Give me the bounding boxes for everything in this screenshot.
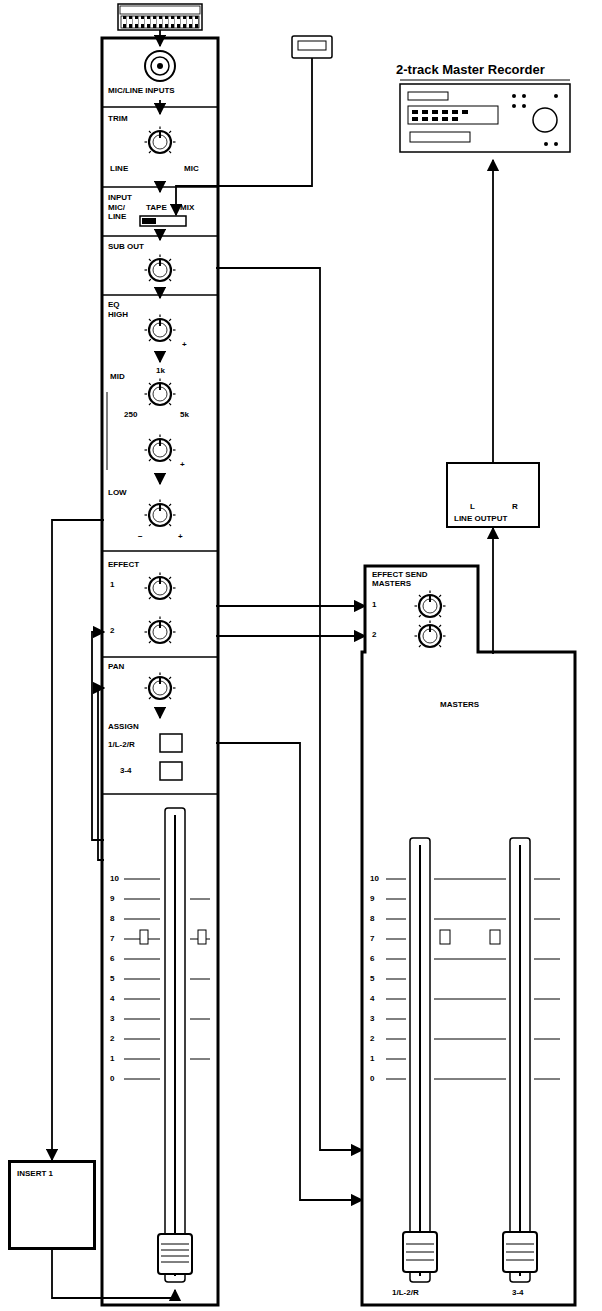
node-label: 4 bbox=[370, 994, 374, 1003]
signal-connector bbox=[98, 688, 104, 860]
signal-connector bbox=[159, 182, 161, 192]
effect-send-masters: EFFECT SEND MASTERS 1 2 bbox=[365, 566, 478, 652]
eq-high-section: EQHIGH + bbox=[104, 298, 216, 356]
assign-section: ASSIGN 1/L-2/R 3-4 bbox=[104, 718, 216, 790]
signal-connector bbox=[216, 268, 362, 1150]
signal-connector bbox=[52, 520, 104, 1160]
node-label: 2 bbox=[110, 626, 114, 635]
node-label: MIC bbox=[184, 164, 199, 173]
node-label: 6 bbox=[370, 954, 374, 963]
node-label: 2-track Master Recorder bbox=[396, 62, 545, 77]
node-label: 5 bbox=[370, 974, 374, 983]
input-section: MIC/LINE INPUTS bbox=[104, 40, 216, 100]
node-label: 8 bbox=[370, 914, 374, 923]
node-label: TRIM bbox=[108, 114, 128, 123]
node-label: 2 bbox=[110, 1034, 114, 1043]
signal-connector bbox=[52, 1250, 175, 1298]
node-label: 4 bbox=[110, 994, 114, 1003]
signal-connector bbox=[159, 478, 161, 484]
node-label: LINE bbox=[110, 164, 128, 173]
effect-section: EFFECT 1 2 bbox=[104, 556, 216, 654]
node-label: INSERT 1 bbox=[17, 1169, 53, 1178]
signal-connector bbox=[159, 356, 161, 362]
insert-jack-box: INSERT 1 bbox=[8, 1160, 96, 1250]
signal-connector bbox=[492, 528, 494, 654]
node-label: SUB OUT bbox=[108, 242, 144, 251]
signal-connector bbox=[159, 292, 161, 298]
master-recorder: 2-track Master Recorder bbox=[395, 60, 573, 160]
node-label: 3 bbox=[370, 1014, 374, 1023]
trim-section: TRIM LINE MIC bbox=[104, 114, 216, 182]
node-label: 8 bbox=[110, 914, 114, 923]
node-label: − bbox=[138, 532, 143, 541]
node-label: EFFECT bbox=[108, 560, 139, 569]
node-label: 1/L-2/R bbox=[108, 740, 135, 749]
node-label: HIGH bbox=[108, 310, 128, 319]
node-label: 3-4 bbox=[512, 1288, 524, 1297]
node-label: 1 bbox=[370, 1054, 374, 1063]
node-label: 1 bbox=[372, 600, 376, 609]
node-label: MASTERS bbox=[440, 700, 479, 709]
node-label: 7 bbox=[110, 934, 114, 943]
node-label: 250 bbox=[124, 410, 137, 419]
node-label: 6 bbox=[110, 954, 114, 963]
node-label: 2 bbox=[372, 630, 376, 639]
node-label: 2 bbox=[370, 1034, 374, 1043]
signal-connector bbox=[159, 232, 161, 240]
node-label: L bbox=[470, 502, 475, 511]
node-label: 10 bbox=[370, 874, 379, 883]
node-label: + bbox=[180, 460, 185, 469]
node-label: MID bbox=[110, 372, 125, 381]
sub-out-section: SUB OUT bbox=[104, 240, 216, 292]
input-switch-section: INPUTMIC/ LINE TAPE MIX bbox=[104, 192, 216, 232]
node-label: MIC/LINE INPUTS bbox=[108, 86, 175, 95]
node-label: + bbox=[182, 340, 187, 349]
node-label: 5k bbox=[180, 410, 189, 419]
node-label: MIX bbox=[180, 203, 194, 212]
eq-low-section: LOW − + bbox=[104, 484, 216, 546]
signal-connector bbox=[216, 635, 365, 637]
node-label: PAN bbox=[108, 662, 124, 671]
node-label: 0 bbox=[370, 1074, 374, 1083]
node-label: ASSIGN bbox=[108, 722, 139, 731]
node-label: EFFECT SEND MASTERS bbox=[372, 570, 442, 588]
node-label: TAPE bbox=[146, 203, 167, 212]
node-label: + bbox=[178, 532, 183, 541]
node-label: INPUT bbox=[108, 193, 132, 202]
node-label: 3 bbox=[110, 1014, 114, 1023]
node-label: 9 bbox=[370, 894, 374, 903]
node-label: LINE OUTPUT bbox=[454, 514, 507, 523]
signal-connector bbox=[492, 160, 494, 462]
node-label: LOW bbox=[108, 488, 127, 497]
node-label: 5 bbox=[110, 974, 114, 983]
signal-connector bbox=[159, 712, 161, 718]
masters-panel: MASTERS1098765432101/L-2/R3-4 bbox=[362, 654, 575, 1305]
signal-connector bbox=[159, 100, 161, 114]
node-label: MIC/ LINE bbox=[108, 203, 138, 221]
node-label: 9 bbox=[110, 894, 114, 903]
node-label: 1 bbox=[110, 580, 114, 589]
node-label: 10 bbox=[110, 874, 119, 883]
signal-connector bbox=[216, 605, 365, 607]
signal-connector bbox=[216, 743, 362, 1200]
node-label: 1k bbox=[156, 366, 165, 375]
node-label: EQ bbox=[108, 300, 120, 309]
line-output-box: L R LINE OUTPUT bbox=[446, 462, 540, 528]
eq-mid-section: MID 1k 250 5k + bbox=[104, 362, 216, 478]
node-label: 1 bbox=[110, 1054, 114, 1063]
node-label: 0 bbox=[110, 1074, 114, 1083]
node-label: 3-4 bbox=[120, 766, 132, 775]
pan-section: PAN bbox=[104, 660, 216, 712]
node-label: R bbox=[512, 502, 518, 511]
channel-fader: 109876543210 bbox=[104, 798, 216, 1290]
node-label: 1/L-2/R bbox=[392, 1288, 419, 1297]
node-label: 7 bbox=[370, 934, 374, 943]
